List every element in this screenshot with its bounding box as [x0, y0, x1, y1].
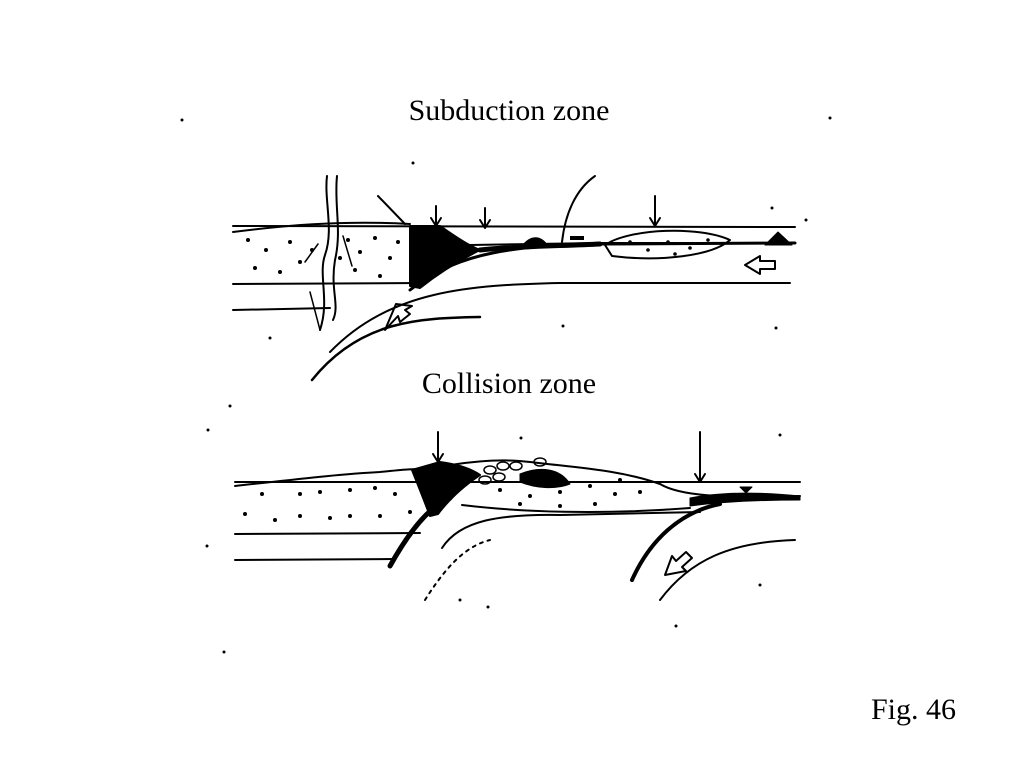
crust-base — [234, 532, 421, 535]
plate-motion-arrow — [744, 255, 776, 275]
seamount — [521, 237, 549, 247]
subducting-slab-middle — [329, 282, 791, 353]
down-arrows — [430, 195, 661, 229]
crust-stipple — [246, 236, 710, 278]
volcano-branch — [304, 235, 353, 331]
continental-crust-top — [232, 221, 411, 233]
specks-bottom — [205, 404, 782, 654]
right-wedge — [689, 492, 801, 507]
subduction-zone-title: Subduction zone — [408, 94, 610, 127]
right-edge-mound — [764, 231, 793, 246]
slab-motion-arrow-bottom — [664, 551, 693, 576]
slab-motion-arrow — [384, 303, 413, 331]
volcano-conduit — [319, 175, 330, 331]
mantle-line — [234, 558, 396, 561]
sea-level-line — [232, 225, 796, 228]
cobble-texture — [478, 457, 547, 485]
island-arc-lens — [604, 229, 731, 260]
curved-line — [561, 175, 596, 243]
small-block — [570, 236, 584, 240]
small-marker — [739, 486, 753, 494]
figure-label: Fig. 46 — [871, 693, 957, 726]
central-dark-zone — [519, 468, 571, 489]
left-slab-dotted — [424, 539, 491, 601]
crust-top-profile — [234, 459, 801, 498]
right-slab-top — [630, 502, 722, 582]
left-slab-curve — [441, 511, 701, 549]
down-arrows-bottom — [432, 431, 706, 483]
subducting-slab-base — [310, 315, 482, 382]
crust-stipple-bottom — [243, 478, 642, 522]
lens-base — [461, 504, 691, 513]
specks-top — [180, 116, 832, 340]
collision-zone-title: Collision zone — [421, 367, 597, 400]
diagonal-line — [377, 195, 406, 225]
continental-crust-base — [232, 282, 421, 285]
volcano-conduit-2 — [332, 175, 339, 321]
right-slab-bottom — [659, 539, 796, 601]
suture-wedge — [411, 461, 481, 517]
